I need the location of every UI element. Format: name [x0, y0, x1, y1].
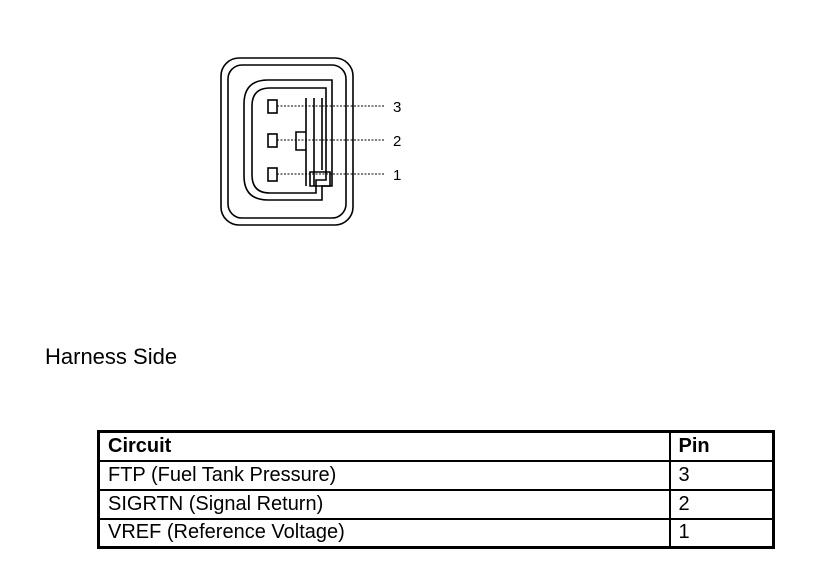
- circuit-cell: VREF (Reference Voltage): [97, 517, 671, 549]
- pin-cell: 1: [668, 517, 775, 549]
- table-row: SIGRTN (Signal Return) 2: [97, 488, 775, 520]
- table-row: FTP (Fuel Tank Pressure) 3: [97, 459, 775, 491]
- header-pin: Pin: [668, 430, 775, 462]
- pinout-table: Circuit Pin FTP (Fuel Tank Pressure) 3 S…: [97, 430, 775, 549]
- pin-terminal-2: [267, 133, 278, 148]
- pin-terminal-1: [267, 167, 278, 182]
- pin-label-2: 2: [393, 133, 401, 150]
- pin-label-1: 1: [393, 167, 401, 184]
- table-header-row: Circuit Pin: [97, 430, 775, 462]
- circuit-cell: SIGRTN (Signal Return): [97, 488, 671, 520]
- terminal-cavity: [243, 79, 333, 201]
- pin-cell: 3: [668, 459, 775, 491]
- terminal-wiring: [295, 98, 331, 187]
- terminal-cavity-inner: [251, 87, 327, 194]
- connector-shell-outer: [220, 57, 354, 226]
- pin-terminal-3: [267, 99, 278, 114]
- table-row: VREF (Reference Voltage) 1: [97, 517, 775, 549]
- view-label: Harness Side: [45, 344, 178, 369]
- header-circuit: Circuit: [97, 430, 671, 462]
- pin-label-3: 3: [393, 99, 401, 116]
- pin-cell: 2: [668, 488, 775, 520]
- connector-shell-inner: [227, 64, 347, 219]
- connector-diagram: 3 2 1: [220, 57, 401, 226]
- circuit-cell: FTP (Fuel Tank Pressure): [97, 459, 671, 491]
